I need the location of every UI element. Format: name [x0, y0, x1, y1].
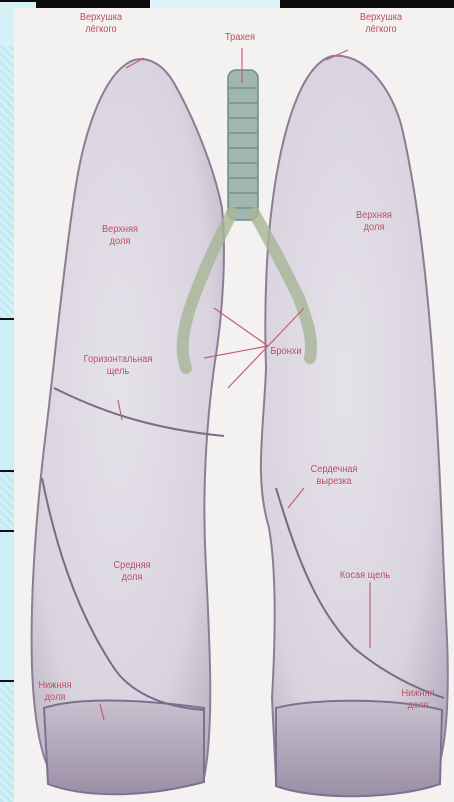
left-lung-base [276, 701, 442, 797]
label-apex-right-lung: Верхушка лёгкого [69, 12, 133, 36]
left-lung [261, 56, 448, 780]
right-lung-base [44, 701, 204, 795]
label-horizontal-fissure: Горизонтальная щель [72, 354, 164, 378]
label-apex-left-lung: Верхушка лёгкого [349, 12, 413, 36]
lungs-illustration: Верхушка лёгкого Трахея Верхушка лёгкого… [14, 8, 454, 802]
label-upper-lobe-left: Верхняя доля [346, 210, 401, 234]
label-oblique-fissure: Косая щель [325, 570, 404, 582]
label-bronchi: Бронхи [260, 346, 312, 358]
label-upper-lobe-right: Верхняя доля [92, 224, 147, 248]
label-lower-lobe-left: Нижняя доля [392, 688, 444, 712]
label-middle-lobe: Средняя доля [104, 560, 159, 584]
lungs-drawing [14, 8, 454, 802]
label-cardiac-notch: Сердечная вырезка [297, 464, 371, 488]
label-lower-lobe-right: Нижняя доля [30, 680, 80, 704]
label-trachea: Трахея [212, 32, 267, 44]
trachea-tube [228, 70, 258, 220]
